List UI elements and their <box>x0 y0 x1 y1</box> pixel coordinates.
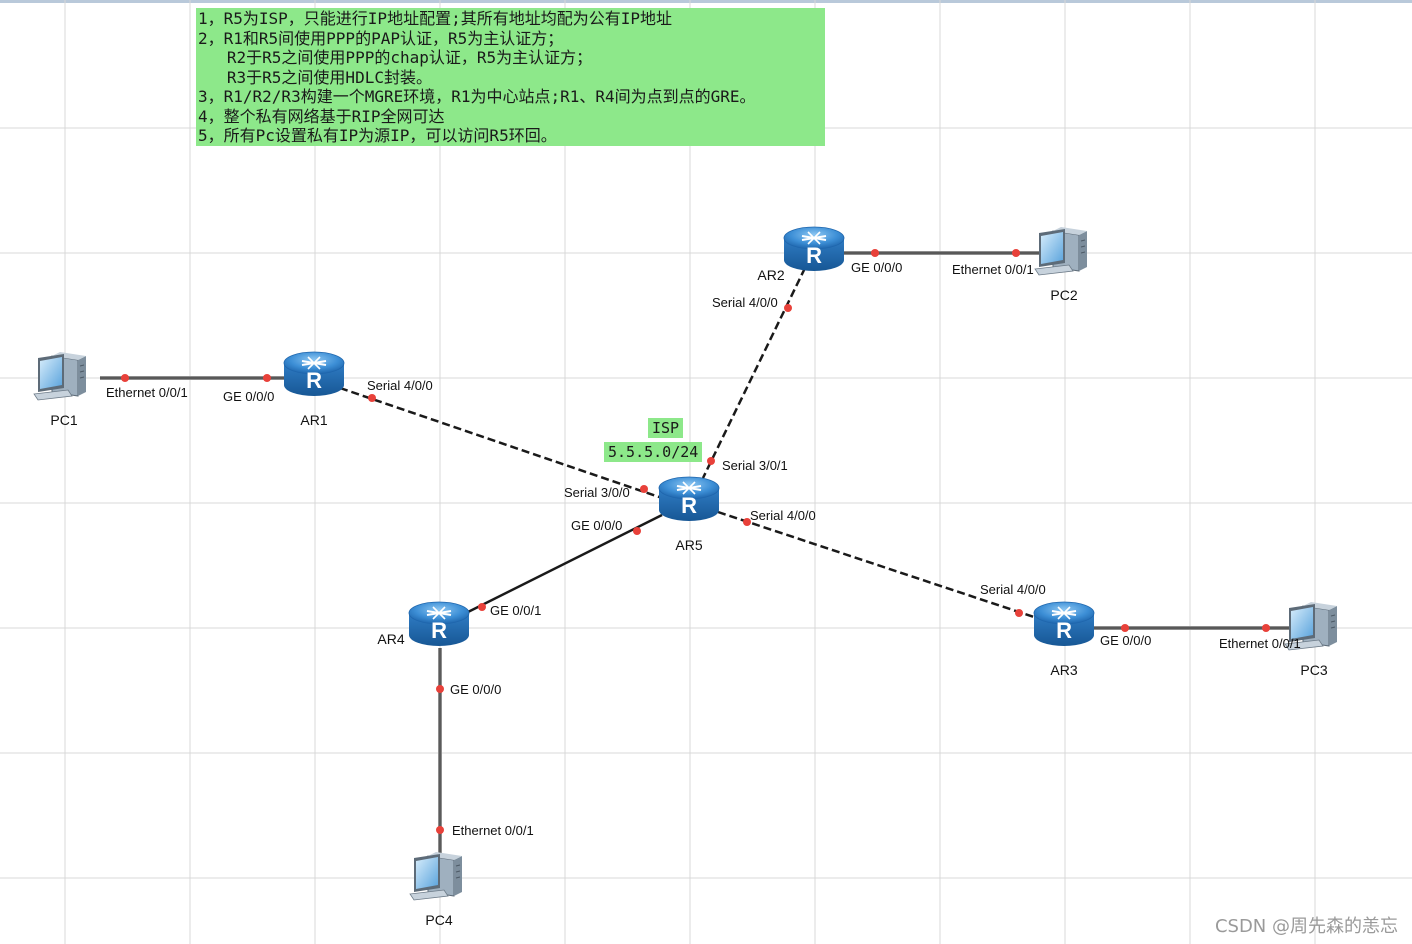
router-icon <box>408 601 470 647</box>
note-line: R2于R5之间使用PPP的chap认证，R5为主认证方； <box>198 48 593 67</box>
device-ar3[interactable] <box>1033 601 1095 647</box>
watermark: CSDN @周先森的恙忘 <box>1214 916 1398 937</box>
router-icon <box>283 351 345 397</box>
label-ar1: AR1 <box>300 412 327 428</box>
port-ar4-ge001: GE 0/0/1 <box>490 603 541 618</box>
top-border <box>0 0 1412 3</box>
port-ar1-ge: GE 0/0/0 <box>223 389 274 404</box>
port-ar5-s400: Serial 4/0/0 <box>750 508 816 523</box>
router-icon <box>658 476 720 522</box>
note-line: 5，所有Pc设置私有IP为源IP，可以访问R5环回。 <box>198 126 557 145</box>
label-pc2: PC2 <box>1050 287 1077 303</box>
note-line: 1，R5为ISP，只能进行IP地址配置;其所有地址均配为公有IP地址 <box>198 9 672 28</box>
note-line: 2，R1和R5间使用PPP的PAP认证，R5为主认证方； <box>198 28 564 48</box>
requirements-note: 1，R5为ISP，只能进行IP地址配置;其所有地址均配为公有IP地址 2，R1和… <box>196 8 825 146</box>
router-icon <box>783 226 845 272</box>
note-line: 4，整个私有网络基于RIP全网可达 <box>198 106 445 126</box>
device-ar1[interactable] <box>283 351 345 397</box>
port-ar1-serial: Serial 4/0/0 <box>367 378 433 393</box>
router-icon <box>1033 601 1095 647</box>
label-ar3: AR3 <box>1050 662 1077 678</box>
note-line: R3于R5之间使用HDLC封装。 <box>198 67 432 87</box>
port-pc4-eth: Ethernet 0/0/1 <box>452 823 534 838</box>
device-pc4[interactable] <box>409 851 463 901</box>
port-ar3-serial: Serial 4/0/0 <box>980 582 1046 597</box>
port-dots <box>121 249 1270 834</box>
device-pc1[interactable] <box>33 351 87 401</box>
device-pc2[interactable] <box>1034 226 1088 276</box>
port-ar5-s300: Serial 3/0/0 <box>564 485 630 500</box>
links <box>100 251 1290 862</box>
port-labels: Ethernet 0/0/1 GE 0/0/0 Serial 4/0/0 Ser… <box>106 260 1301 838</box>
link-ar5-ar3[interactable] <box>717 510 1038 620</box>
port-pc2-eth: Ethernet 0/0/1 <box>952 262 1034 277</box>
pc-icon <box>409 851 463 901</box>
device-ar4[interactable] <box>408 601 470 647</box>
label-pc1: PC1 <box>50 412 77 428</box>
device-ar2[interactable] <box>783 226 845 272</box>
device-labels: AR1 AR2 AR3 AR4 AR5 PC1 PC2 PC3 PC4 <box>50 267 1327 928</box>
port-ar2-ge: GE 0/0/0 <box>851 260 902 275</box>
link-ar2-ar5[interactable] <box>701 267 807 479</box>
isp-subnet-tag: 5.5.5.0/24 <box>604 442 703 462</box>
label-ar4: AR4 <box>377 631 404 647</box>
device-ar5[interactable] <box>658 476 720 522</box>
link-ar5-ar4[interactable] <box>459 513 663 618</box>
label-ar2: AR2 <box>757 267 784 283</box>
label-ar5: AR5 <box>675 537 702 553</box>
port-pc1-eth: Ethernet 0/0/1 <box>106 385 188 400</box>
port-ar4-ge000: GE 0/0/0 <box>450 682 501 697</box>
port-ar2-serial: Serial 4/0/0 <box>712 295 778 310</box>
link-ar1-ar5[interactable] <box>339 386 663 500</box>
label-pc3: PC3 <box>1300 662 1327 678</box>
note-line: 3，R1/R2/R3构建一个MGRE环境，R1为中心站点;R1、R4间为点到点的… <box>198 87 756 106</box>
pc-icon <box>33 351 87 401</box>
port-ar5-s301: Serial 3/0/1 <box>722 458 788 473</box>
port-ar5-ge000: GE 0/0/0 <box>571 518 622 533</box>
port-ar3-ge: GE 0/0/0 <box>1100 633 1151 648</box>
isp-tag: ISP <box>648 418 684 438</box>
port-pc3-eth: Ethernet 0/0/1 <box>1219 636 1301 651</box>
pc-icon <box>1034 226 1088 276</box>
label-pc4: PC4 <box>425 912 452 928</box>
